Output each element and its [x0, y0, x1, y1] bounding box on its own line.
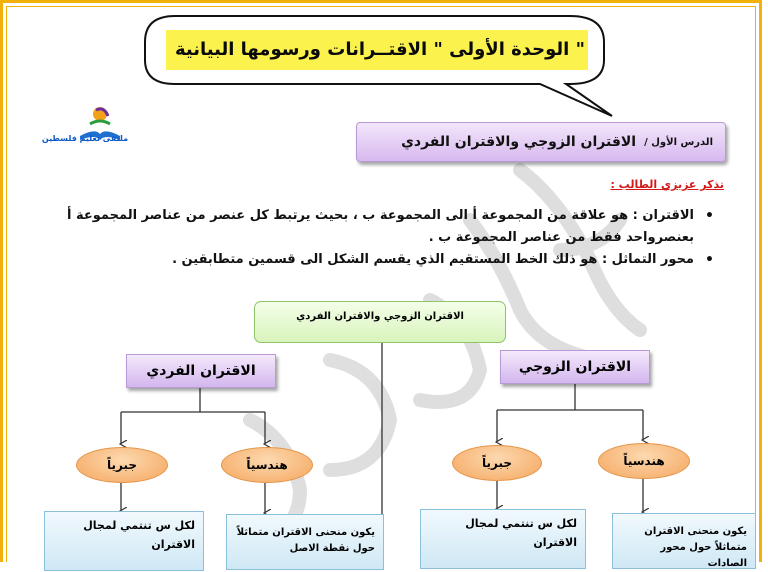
- lesson-header: الدرس الأول / الاقتران الزوجي والاقتران …: [356, 122, 726, 162]
- odd-algebraic-oval: جبرياً: [76, 447, 168, 483]
- even-geometric-oval: هندسياً: [598, 443, 690, 479]
- page-border-inner: [6, 6, 756, 562]
- even-function-node: الاقتران الزوجي: [500, 350, 650, 384]
- reminder-heading: تذكر عزيزي الطالب :: [610, 178, 724, 191]
- even-geometric-definition: يكون منحنى الاقتران متماثلاً حول محور ال…: [612, 513, 756, 569]
- odd-geometric-definition: يكون منحنى الاقتران متماثلاً حول نقطة ال…: [226, 514, 384, 570]
- definition-symmetry-axis: محور التماثل : هو ذلك الخط المستقيم الذي…: [56, 249, 716, 271]
- odd-geometric-oval: هندسياً: [221, 447, 313, 483]
- odd-function-node: الاقتران الفردي: [126, 354, 276, 388]
- page-border: [0, 0, 762, 562]
- logo-caption: ملتقى تعليم فلسطين: [41, 134, 129, 143]
- banner-bubble: [144, 15, 613, 117]
- even-algebraic-oval: جبرياً: [452, 445, 542, 481]
- definition-function: الاقتران : هو علاقة من المجموعة أ الى ال…: [56, 205, 716, 249]
- diagram-root: الاقتران الزوجي والاقتران الفردي: [254, 301, 506, 343]
- even-algebraic-definition: لكل س تنتمي لمجال الاقتران: [420, 509, 586, 569]
- lesson-label: الدرس الأول /: [644, 136, 713, 148]
- lesson-title: الاقتران الزوجي والاقتران الفردي: [401, 134, 637, 150]
- logo-book-icon: [80, 107, 120, 140]
- unit-title: الوحدة الأولى " الاقتــرانات ورسومها الب…: [174, 39, 586, 60]
- definitions-list: الاقتران : هو علاقة من المجموعة أ الى ال…: [56, 205, 716, 271]
- odd-algebraic-definition: لكل س تنتمي لمجال الاقتران: [44, 511, 204, 571]
